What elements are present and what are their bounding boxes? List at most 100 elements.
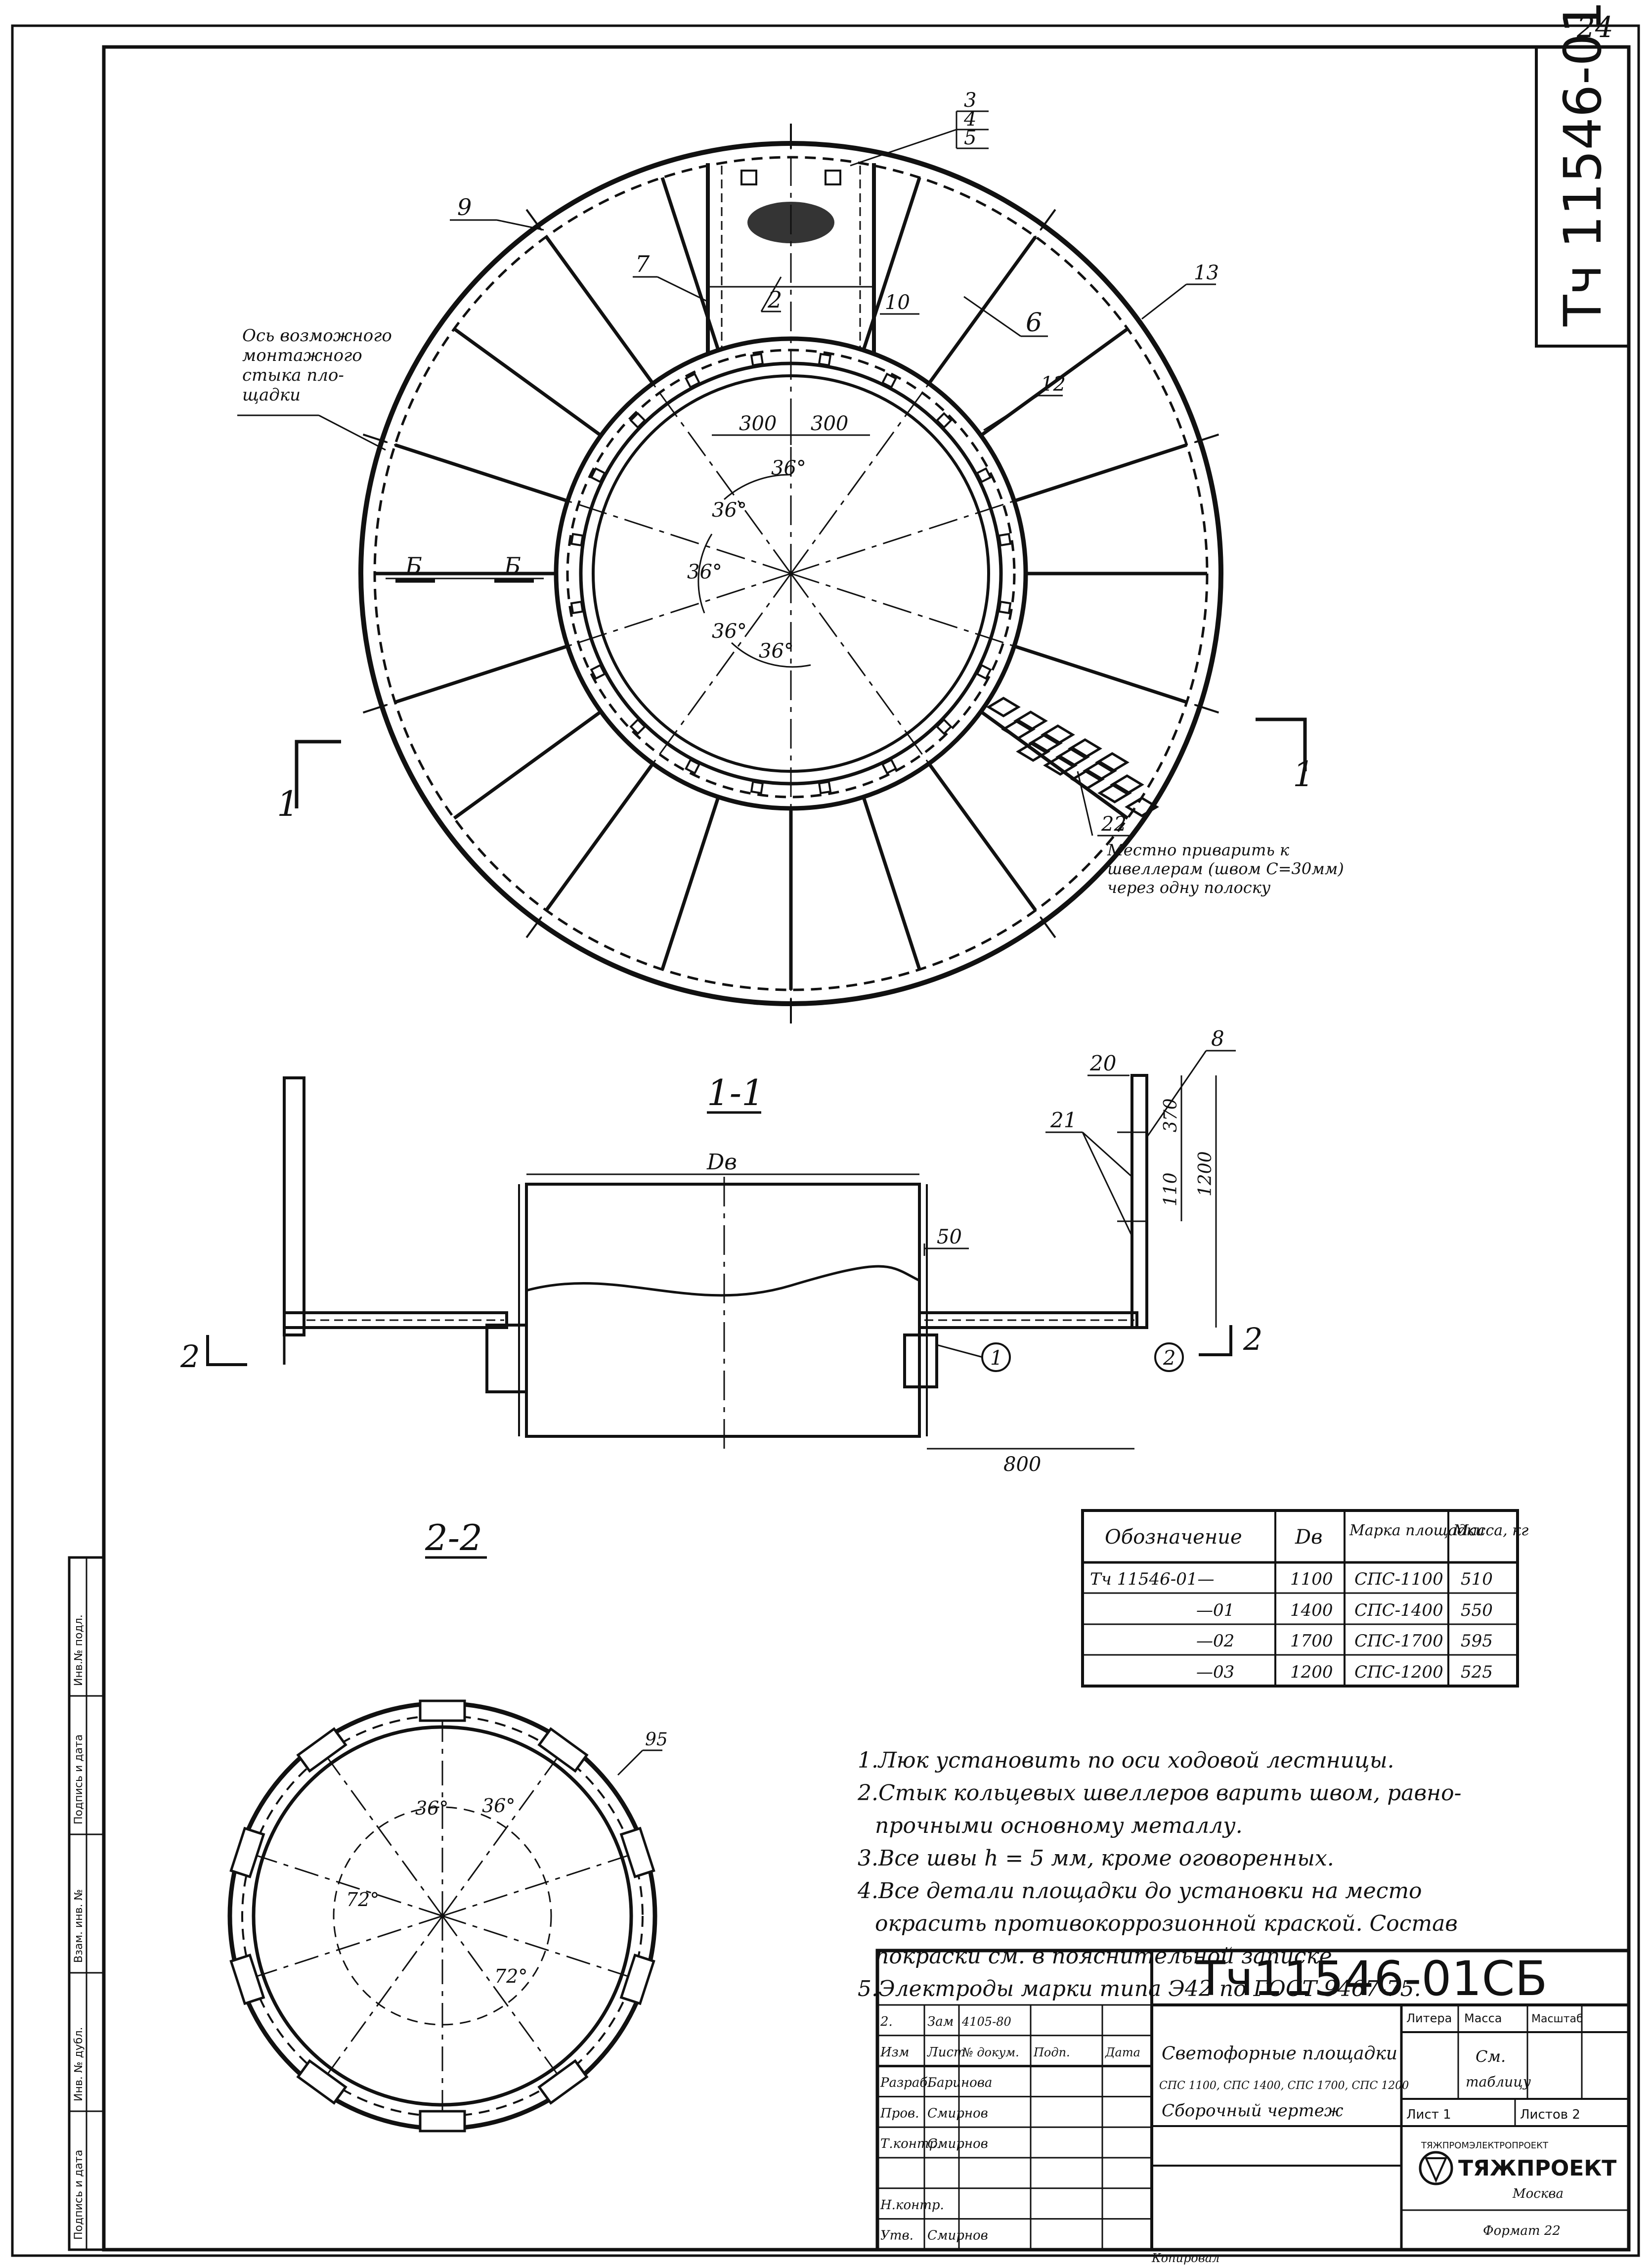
dim-110: 110 (1161, 1172, 1181, 1206)
callout-5: 5 (964, 127, 976, 149)
section-1-1-title: 1-1 (707, 1072, 764, 1113)
callout-2: 2 (767, 286, 782, 313)
section-2-2-title: 2-2 (425, 1517, 482, 1558)
spec-cell-r3-c2: СПС-1200 (1354, 1662, 1443, 1682)
section-1-right: 1 (1293, 754, 1315, 795)
perimeter-tick (362, 433, 387, 444)
section-b-left: Б (405, 552, 422, 579)
dim-800: 800 (1003, 1453, 1041, 1476)
callout-95: 95 (645, 1730, 668, 1750)
spec-cell-r3-c3: 525 (1461, 1662, 1493, 1682)
tb-cell-r7-c1: Смирнов (927, 2228, 988, 2243)
grating-cell (1016, 741, 1050, 762)
spec-cell-r3-c1: 1200 (1290, 1662, 1333, 1682)
centre-line (790, 573, 1050, 930)
tb-org-short: ТЯЖПРОЕКТ (1458, 2156, 1616, 2181)
org-logo: ТЯЖПРОМЭЛЕКТРОПРОЕКТ ТЯЖПРОЕКТ Москва (1419, 2140, 1616, 2201)
tb-sheet: Лист 1 (1406, 2107, 1451, 2122)
spec-table: Обозначение Dв Марка площадки Масса, кг … (1081, 1509, 1528, 1688)
dim-300-right: 300 (811, 412, 848, 435)
perimeter-tick (525, 917, 542, 938)
ring-tab (629, 718, 647, 735)
spec-cell-r2-c3: 595 (1461, 1631, 1493, 1651)
bracket-2-2 (419, 1699, 466, 1722)
ring-tab (976, 664, 992, 680)
grating-cell (1125, 797, 1159, 817)
angle-36-c: 36° (687, 561, 722, 583)
tb-hdr-masshtab: Масштаб (1531, 2013, 1583, 2025)
perimeter-tick (1040, 209, 1056, 230)
spec-cell-r0-c2: СПС-1100 (1354, 1569, 1443, 1589)
tb-org: ТЯЖПРОМЭЛЕКТРОПРОЕКТ (1421, 2140, 1549, 2151)
spec-cell-r1-c3: 550 (1461, 1600, 1493, 1620)
tb-cell-r1-c0: Изм (880, 2045, 909, 2060)
ring-tab (590, 664, 606, 680)
side-stamp-cell-3: Взам. инв. № (73, 1889, 85, 1963)
tb-cell-r6-c0: Н.контр. (880, 2198, 944, 2213)
note-line-2: 2.Стык кольцевых швеллеров варить швом, … (857, 1780, 1461, 1806)
angle2-36-b: 36° (482, 1795, 515, 1817)
tb-cell-r4-c1: Смирнов (927, 2136, 988, 2151)
tb-cell-r1-c1: Лист (926, 2045, 966, 2060)
tb-cell-r7-c0: Утв. (880, 2228, 913, 2243)
tb-cell-r0-c0: 2. (880, 2014, 893, 2029)
ring-tab (818, 780, 832, 795)
tb-city: Москва (1512, 2186, 1564, 2201)
angle2-36-a: 36° (415, 1797, 448, 1819)
centre-line-2-2 (314, 1739, 443, 1916)
ring-tab (570, 533, 584, 547)
outer-frame (11, 24, 1640, 2257)
perimeter-tick (1195, 433, 1219, 444)
section-2-2: 2-2 36° 36° 72° 72° 95 (227, 1517, 668, 2133)
centre-line-2-2 (235, 1848, 443, 1917)
ring-tab (881, 758, 897, 775)
bracket-2-2 (296, 2059, 348, 2105)
centre-line (372, 437, 791, 575)
bracket-2-2 (229, 1826, 265, 1878)
callout-10: 10 (885, 291, 910, 314)
tb-cell-r1-c3: Подп. (1033, 2045, 1070, 2059)
detail-circle-2 (1154, 1342, 1184, 1372)
note-right-line2: швеллерам (швом С=30мм) (1107, 859, 1344, 878)
cut-2-left: 2 (180, 1338, 200, 1375)
tb-hdr-massa: Масса (1464, 2011, 1502, 2025)
note-line-6: окрасить противокоррозионной краской. Со… (875, 1911, 1458, 1936)
radial-beam (660, 177, 720, 351)
ring-tab (629, 412, 647, 429)
centre-line-2-2 (441, 1915, 571, 2092)
section-b-right: Б (504, 552, 521, 579)
note-line-8: 5.Электроды марки типа Э42 по ГОСТ 9467-… (858, 1976, 1421, 2001)
plan-view: 300 300 36° 36° 36° 36° 36° 3 4 5 9 7 2 … (237, 89, 1344, 1023)
grating-cell (1013, 711, 1048, 731)
note-left-line2: монтажного (242, 346, 362, 365)
radial-beam (862, 177, 921, 351)
spec-cell-r2-c2: СПС-1700 (1354, 1631, 1443, 1651)
dim-370: 370 (1161, 1098, 1181, 1132)
centre-line (531, 573, 792, 930)
tb-doctype: Сборочный чертеж (1162, 2101, 1344, 2121)
centre-line (790, 217, 1050, 574)
tb-cell-r3-c0: Пров. (880, 2106, 919, 2121)
bracket-2-2 (537, 1727, 589, 1773)
ring-tab (685, 372, 701, 389)
page-number: 24 (1576, 10, 1613, 44)
angle2-72-b: 72° (494, 1965, 527, 1987)
dim-300-left: 300 (739, 412, 777, 435)
grating-cell (1043, 755, 1078, 776)
callout-7: 7 (635, 251, 650, 277)
dim-dv: Dв (706, 1150, 737, 1175)
note-line-3: прочными основному металлу. (875, 1813, 1243, 1838)
angle-36-e: 36° (759, 640, 794, 663)
grating-cell (1110, 774, 1144, 795)
centre-line-2-2 (442, 1915, 650, 1984)
callout-9: 9 (457, 194, 472, 221)
spec-cell-r1-c1: 1400 (1290, 1600, 1333, 1620)
grating-cell (1068, 738, 1102, 759)
callout-13: 13 (1194, 262, 1219, 284)
tb-cell-r1-c4: Дата (1105, 2045, 1140, 2059)
tb-name: Светофорные площадки (1162, 2044, 1397, 2064)
note-line-7: покраски см. в пояснительной записке. (875, 1944, 1339, 1969)
callout-12: 12 (1041, 373, 1066, 396)
